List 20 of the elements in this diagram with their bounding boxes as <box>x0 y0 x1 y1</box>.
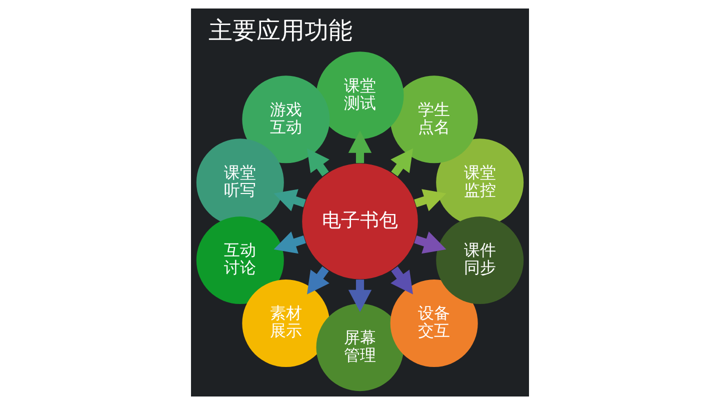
arrow <box>274 189 306 212</box>
node-circle: 互动讨论 <box>196 216 284 304</box>
node-circle: 素材展示 <box>242 280 330 368</box>
node-circle: 游戏互动 <box>242 76 330 164</box>
node-circle: 课件同步 <box>436 216 524 304</box>
arrow <box>414 231 446 254</box>
node-circle: 屏幕管理 <box>316 304 404 392</box>
node-circle: 课堂测试 <box>316 52 404 140</box>
arrow <box>414 189 446 212</box>
arrow <box>348 130 372 164</box>
node-circle: 设备交互 <box>390 280 478 368</box>
arrow <box>348 280 372 312</box>
diagram-title: 主要应用功能 <box>208 16 353 45</box>
arrow <box>306 266 330 294</box>
arrow <box>390 266 414 294</box>
arrow <box>390 148 414 176</box>
arrow <box>306 148 330 176</box>
arrow <box>274 231 306 254</box>
node-circle: 电子书包 <box>302 163 418 280</box>
node-circle: 学生点名 <box>390 76 478 164</box>
